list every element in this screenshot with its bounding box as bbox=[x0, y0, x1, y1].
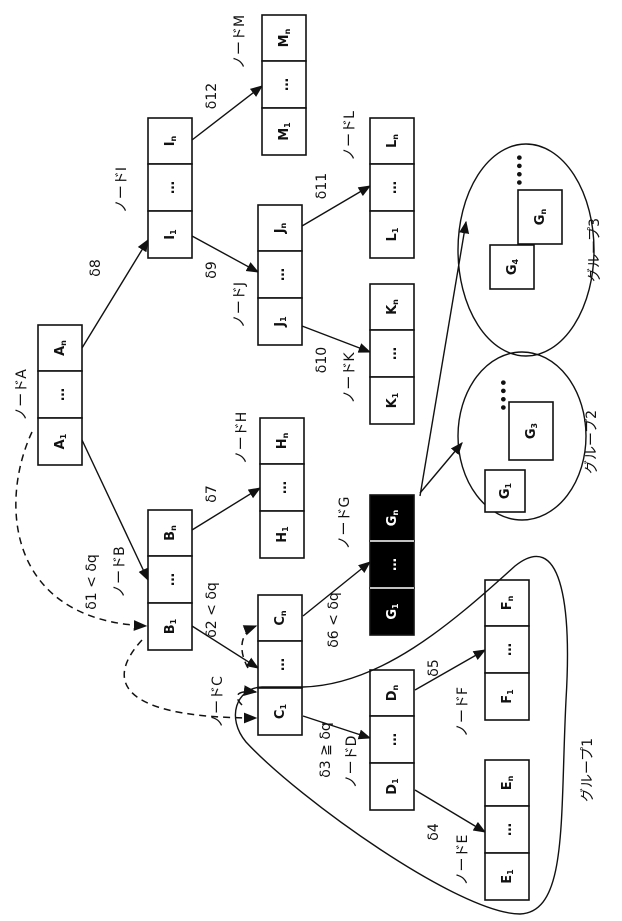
node-label: ノードF bbox=[455, 687, 471, 737]
node-label: ノードA bbox=[14, 369, 30, 421]
node-f: Fn…F1 bbox=[485, 580, 529, 720]
node-label: ノードI bbox=[114, 167, 130, 213]
edge-arrow bbox=[192, 236, 258, 272]
group-label: グループ3 bbox=[587, 218, 603, 282]
node-label: ノードD bbox=[344, 736, 360, 789]
edge-arrow bbox=[82, 240, 148, 348]
edge-label: δ4 bbox=[426, 823, 442, 841]
cell-label: … bbox=[500, 823, 515, 836]
edge-arrow bbox=[420, 443, 462, 493]
node-label: ノードB bbox=[112, 546, 128, 598]
node-label: ノードE bbox=[455, 835, 471, 886]
cell-label: … bbox=[163, 573, 178, 586]
node-c: Cn…C1 bbox=[258, 595, 302, 735]
edge-label: δ12 bbox=[204, 83, 220, 109]
cell-label: … bbox=[385, 181, 400, 194]
edge-label: δ1 < δq bbox=[84, 554, 100, 610]
cell-label: … bbox=[53, 388, 68, 401]
node-d: Dn…D1 bbox=[370, 670, 414, 810]
node-l: Ln…L1 bbox=[370, 118, 414, 258]
more-dots: •••• bbox=[498, 378, 513, 411]
edge-label: δ11 bbox=[314, 173, 330, 199]
edge-arrow bbox=[192, 488, 260, 530]
group-2: G1G3••••グループ2 bbox=[458, 352, 600, 520]
edge-arrow bbox=[192, 626, 258, 668]
cell-label: … bbox=[500, 643, 515, 656]
cell-label: … bbox=[385, 558, 400, 571]
cell-label: … bbox=[273, 268, 288, 281]
node-a: An…A1 bbox=[38, 325, 82, 465]
node-k: Kn…K1 bbox=[370, 284, 414, 424]
edge-arrow bbox=[303, 716, 370, 738]
cell-label: … bbox=[163, 181, 178, 194]
group-label: グループ2 bbox=[584, 410, 600, 474]
node-label: ノードC bbox=[210, 676, 226, 728]
cell-label: … bbox=[275, 481, 290, 494]
edge-label: δ7 bbox=[204, 485, 220, 502]
node-label: ノードM bbox=[232, 15, 248, 69]
node-g: Gn…G1 bbox=[370, 495, 414, 635]
node-h: Hn…H1 bbox=[260, 418, 304, 558]
more-dots: •••• bbox=[514, 153, 529, 186]
node-label: ノードK bbox=[342, 352, 358, 404]
edge-arrow bbox=[302, 326, 370, 352]
edge-label: δ9 bbox=[204, 261, 220, 278]
node-i: In…I1 bbox=[148, 118, 192, 258]
node-j: Jn…J1 bbox=[258, 205, 302, 345]
node-label: ノードH bbox=[234, 412, 250, 465]
node-label: ノードJ bbox=[232, 282, 248, 328]
group-label: グループ1 bbox=[580, 738, 596, 802]
edge-label: δ6 < δq bbox=[326, 592, 342, 648]
cell-label: … bbox=[385, 733, 400, 746]
edge-label: δ5 bbox=[426, 659, 442, 676]
edge-label: δ2 < δq bbox=[204, 582, 220, 638]
edge-label: δ3 ≧ δq bbox=[318, 722, 334, 778]
node-b: Bn…B1 bbox=[148, 510, 192, 650]
node-m: Mn…M1 bbox=[262, 15, 306, 155]
node-label: ノードL bbox=[342, 111, 358, 161]
cell-label: … bbox=[273, 658, 288, 671]
node-label: ノードG bbox=[337, 497, 353, 550]
edge-arrow bbox=[302, 186, 370, 226]
group-3: G4Gn••••グループ3 bbox=[458, 144, 603, 356]
edge-arrow bbox=[192, 86, 262, 140]
node-e: En…E1 bbox=[485, 760, 529, 900]
edge-label: δ10 bbox=[314, 347, 330, 373]
cell-label: … bbox=[385, 347, 400, 360]
cell-label: … bbox=[277, 78, 292, 91]
edge-label: δ8 bbox=[88, 259, 104, 276]
